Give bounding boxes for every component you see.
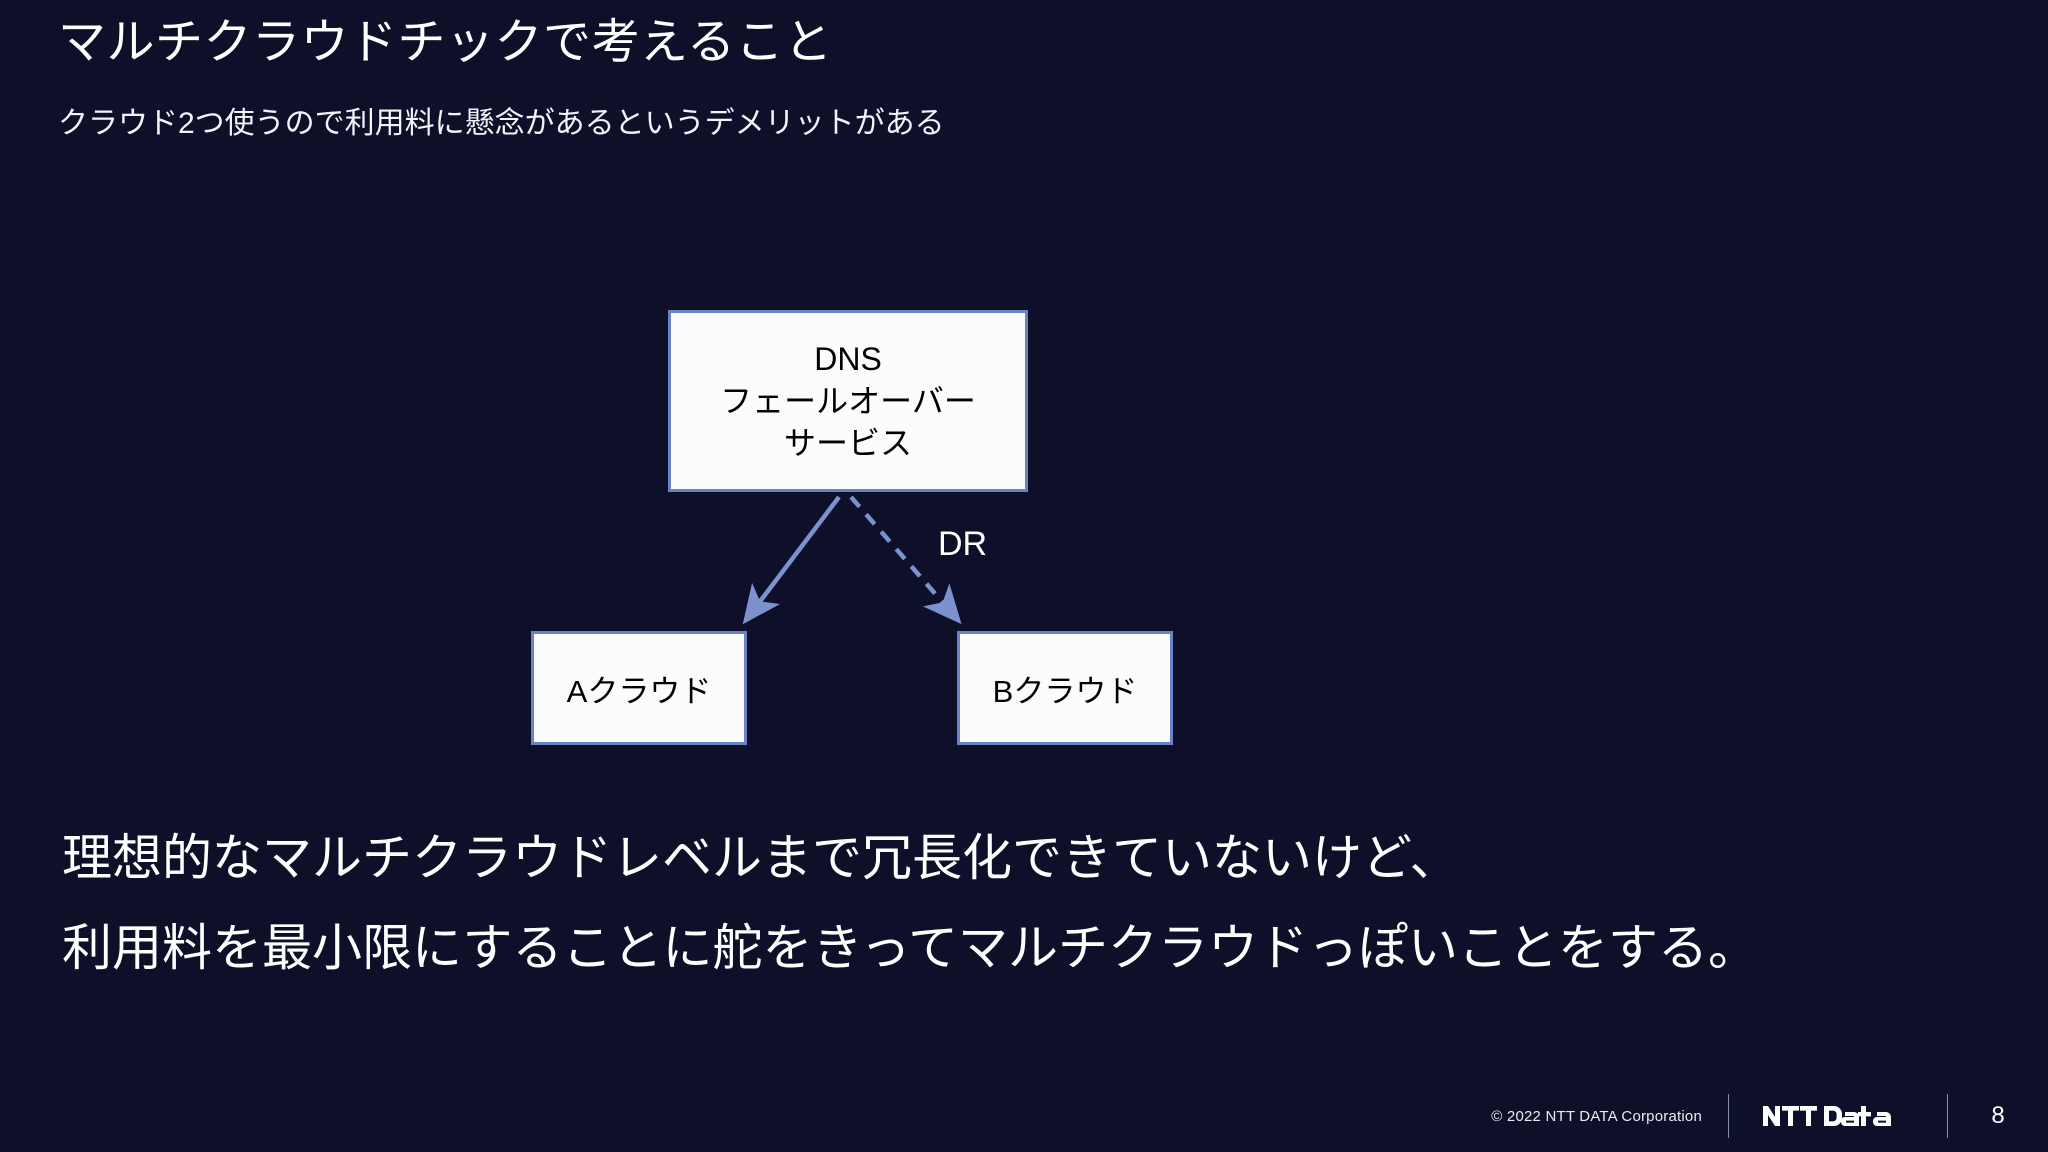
body-copy-line-2: 利用料を最小限にすることに舵をきってマルチクラウドっぽいことをする。 (62, 920, 1758, 976)
node-dns-failover-service: DNS フェールオーバー サービス (668, 310, 1028, 492)
node-cloud-a-label: Aクラウド (566, 673, 712, 709)
node-cloud-b: Bクラウド (957, 631, 1173, 745)
node-cloud-b-label: Bクラウド (992, 673, 1138, 709)
node-dns-line-2: フェールオーバー (720, 382, 976, 419)
footer-divider-right (1947, 1094, 1948, 1138)
node-cloud-a: Aクラウド (531, 631, 747, 745)
footer-copyright: © 2022 NTT DATA Corporation (1491, 1107, 1702, 1125)
slide-footer: © 2022 NTT DATA Corporation (0, 1080, 2048, 1152)
body-copy-line-1: 理想的なマルチクラウドレベルまで冗長化できていないけど、 (62, 830, 1460, 886)
edge-label-dr: DR (938, 525, 988, 563)
ntt-data-logo-mark (1763, 1106, 1891, 1126)
page-subtitle: クラウド2つ使うので利用料に懸念があるというデメリットがある (58, 107, 945, 140)
footer-divider-left (1728, 1094, 1729, 1138)
node-dns-line-3: サービス (783, 425, 912, 462)
edge-dns-to-cloud-b (849, 495, 962, 625)
edge-dns-to-cloud-a (742, 495, 841, 625)
node-dns-line-1: DNS (814, 340, 882, 377)
body-copy: 理想的なマルチクラウドレベルまで冗長化できていないけど、 利用料を最小限にするこ… (62, 813, 1758, 993)
page-number: 8 (1991, 1102, 2005, 1129)
page-title: マルチクラウドチックで考えること (58, 16, 833, 69)
ntt-data-logo (1729, 1103, 1947, 1129)
